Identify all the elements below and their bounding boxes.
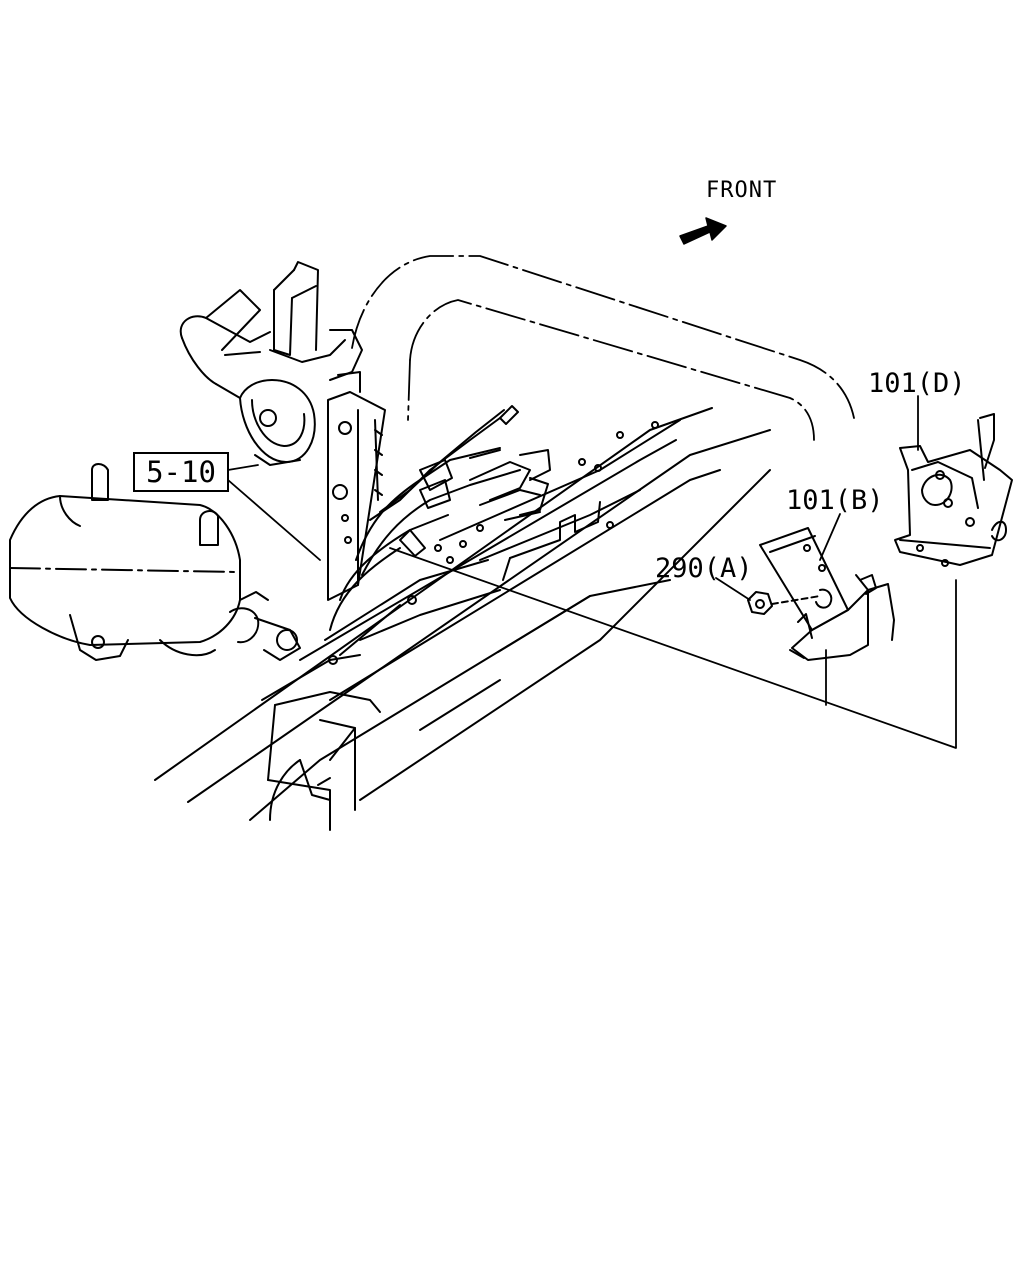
callout-101b: 101(B) xyxy=(786,485,884,516)
bracket-d xyxy=(894,413,1013,567)
front-direction-label: FRONT xyxy=(706,178,778,203)
leader-lines xyxy=(227,395,957,749)
cab-outline xyxy=(351,255,855,441)
chassis-frame xyxy=(154,407,771,831)
nut-a xyxy=(747,588,833,615)
callout-290a: 290(A) xyxy=(655,553,753,584)
cab-mount xyxy=(179,261,363,466)
reference-box-label: 5-10 xyxy=(133,452,229,492)
actuator-unit xyxy=(9,463,301,661)
bracket-b xyxy=(759,527,895,661)
callout-101d: 101(D) xyxy=(868,368,966,399)
front-arrow-icon xyxy=(679,217,727,245)
wiring-harness xyxy=(329,405,551,631)
